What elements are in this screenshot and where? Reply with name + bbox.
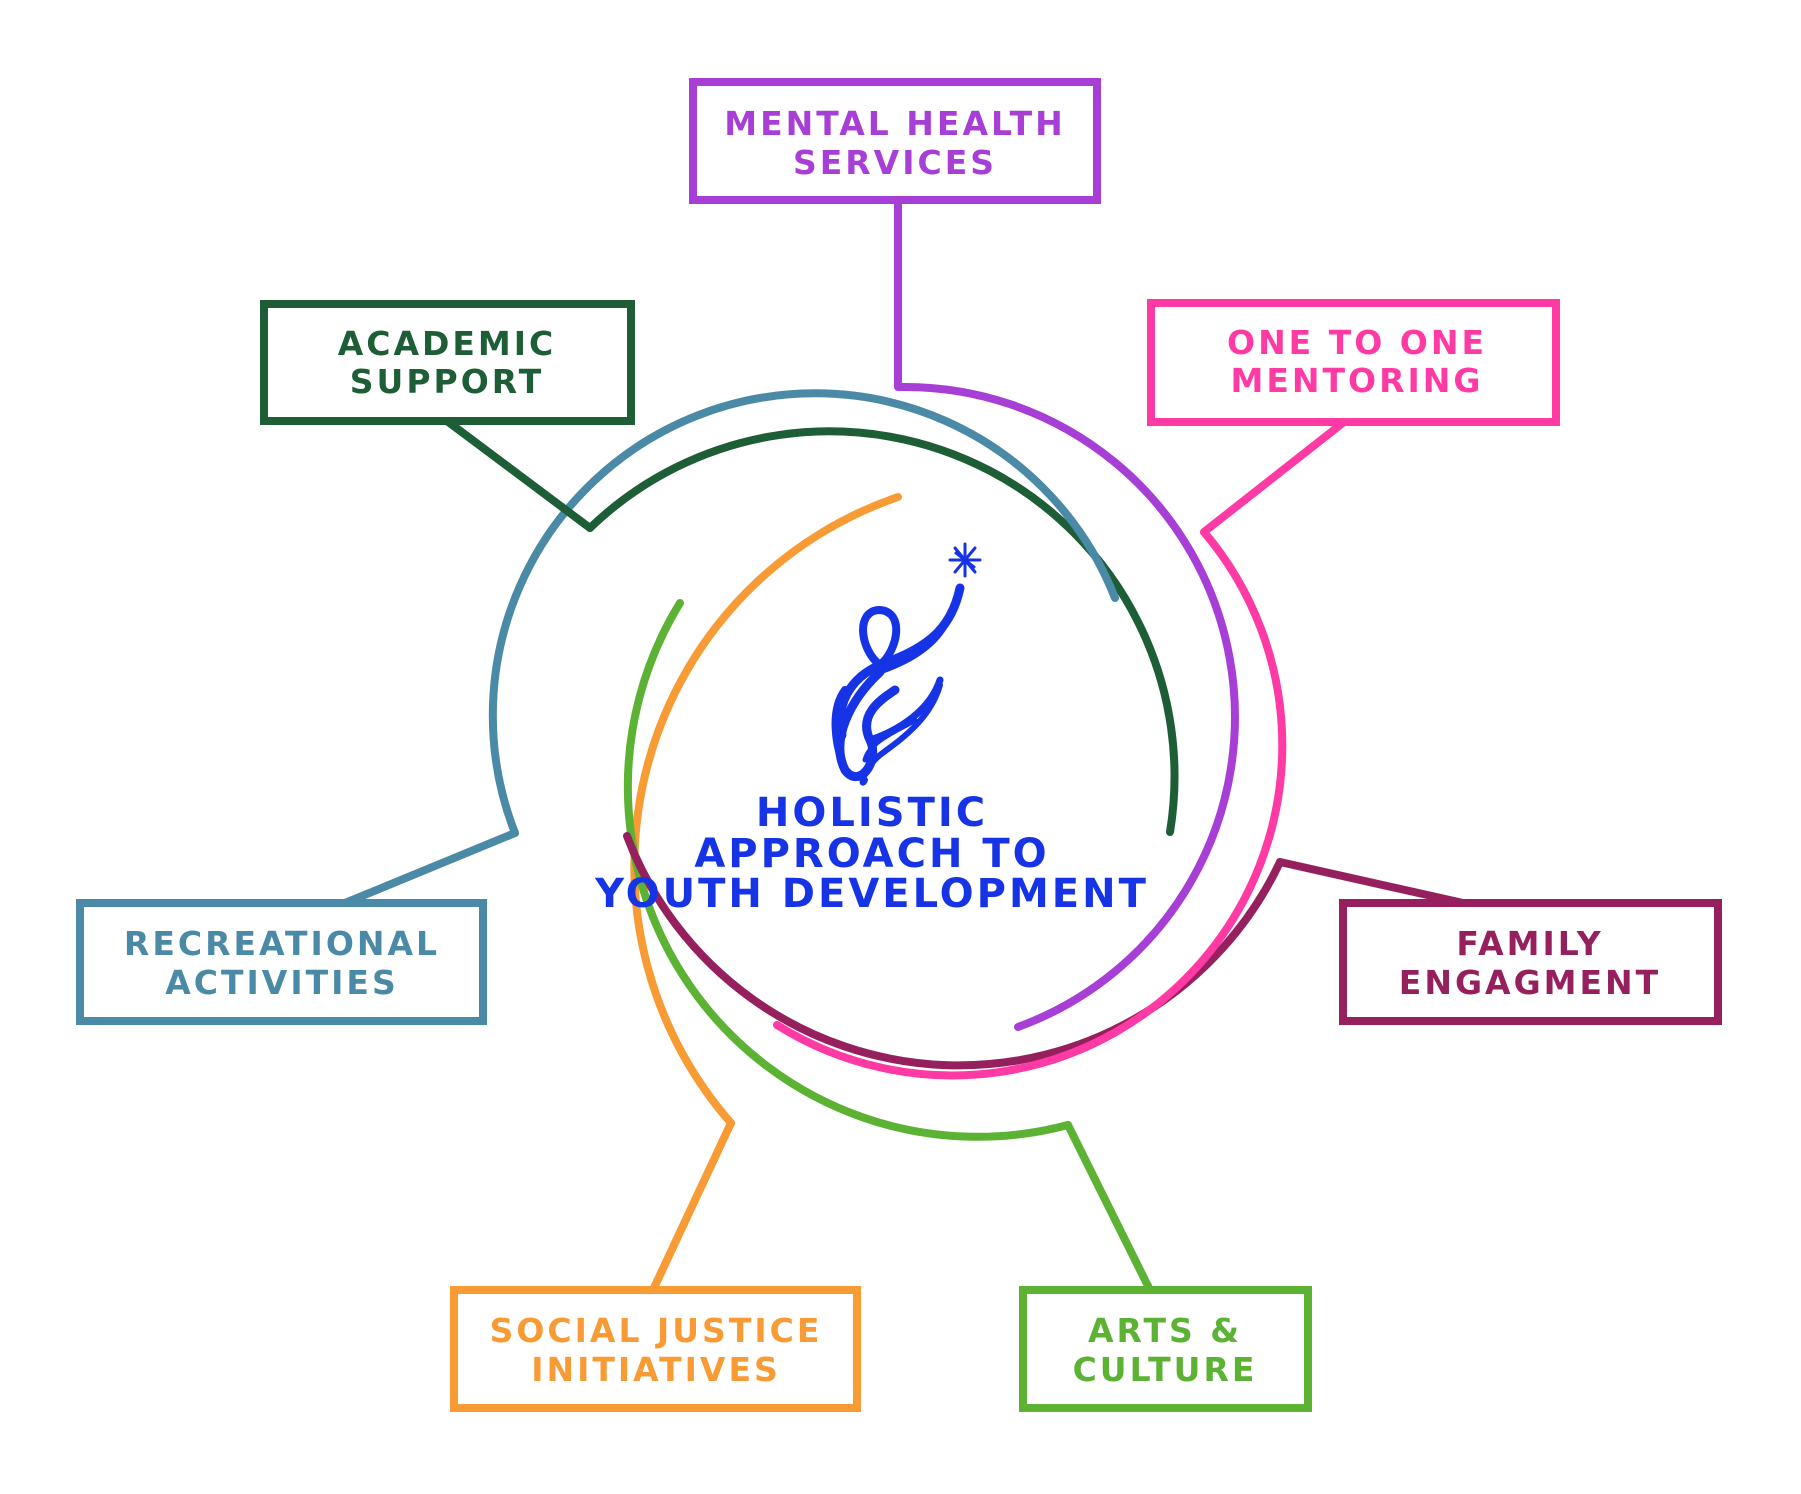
academic-label-line1: ACADEMIC [338,324,557,363]
mentoring-leader [1200,418,1348,536]
social-justice-leader [649,1119,735,1294]
mentoring-node: ONE TO ONE MENTORING [1147,299,1560,426]
mentoring-arc [773,528,1287,1080]
star-icon [948,542,982,578]
arts-arc [623,599,1072,1141]
mental-health-arc [896,382,1239,1031]
mentoring-box [1147,299,1560,426]
center-title-line2: APPROACH TO [694,831,1049,877]
academic-arc [586,427,1179,836]
center-title: HOLISTIC APPROACH TO YOUTH DEVELOPMENT [594,790,1149,917]
social-justice-label-line1: SOCIAL JUSTICE [490,1311,823,1350]
family-label-line1: FAMILY [1456,924,1603,963]
arts-leader [1064,1121,1154,1294]
arts-label-line2: CULTURE [1073,1350,1258,1389]
social-justice-node: SOCIAL JUSTICE INITIATIVES [450,1286,861,1412]
social-justice-box [450,1286,861,1412]
social-justice-label-line2: INITIATIVES [531,1350,781,1389]
ribbon-figure-logo-icon [831,542,982,786]
recreational-label-line1: RECREATIONAL [124,924,440,963]
family-label-line2: ENGAGMENT [1399,963,1661,1002]
recreational-arc [488,389,1119,837]
recreational-leader [341,829,519,907]
mental-health-label-line2: SERVICES [793,143,997,182]
academic-node: ACADEMIC SUPPORT [260,300,635,425]
mentoring-label-line1: ONE TO ONE [1227,323,1487,362]
recreational-label-line2: ACTIVITIES [165,963,398,1002]
arts-label-line1: ARTS & [1088,1311,1242,1350]
social-justice-arc [630,493,902,1127]
spiral-arcs [488,382,1287,1141]
family-leader [1276,858,1467,907]
mental-health-label-line1: MENTAL HEALTH [724,104,1065,143]
mental-health-leader [894,196,904,391]
family-box [1339,899,1722,1025]
recreational-node: RECREATIONAL ACTIVITIES [76,899,487,1025]
family-node: FAMILY ENGAGMENT [1339,899,1722,1025]
mental-health-box [689,78,1101,204]
academic-leader [443,417,594,532]
family-arc [623,832,1284,1070]
recreational-box [76,899,487,1025]
arts-node: ARTS & CULTURE [1019,1286,1312,1412]
center-title-line1: HOLISTIC [756,790,988,836]
center-title-line3: YOUTH DEVELOPMENT [594,871,1149,917]
arts-box [1019,1286,1312,1412]
academic-box [260,300,635,425]
academic-label-line2: SUPPORT [350,362,544,401]
mental-health-node: MENTAL HEALTH SERVICES [689,78,1101,204]
mentoring-label-line2: MENTORING [1231,361,1484,400]
leader-lines [341,196,1467,1294]
